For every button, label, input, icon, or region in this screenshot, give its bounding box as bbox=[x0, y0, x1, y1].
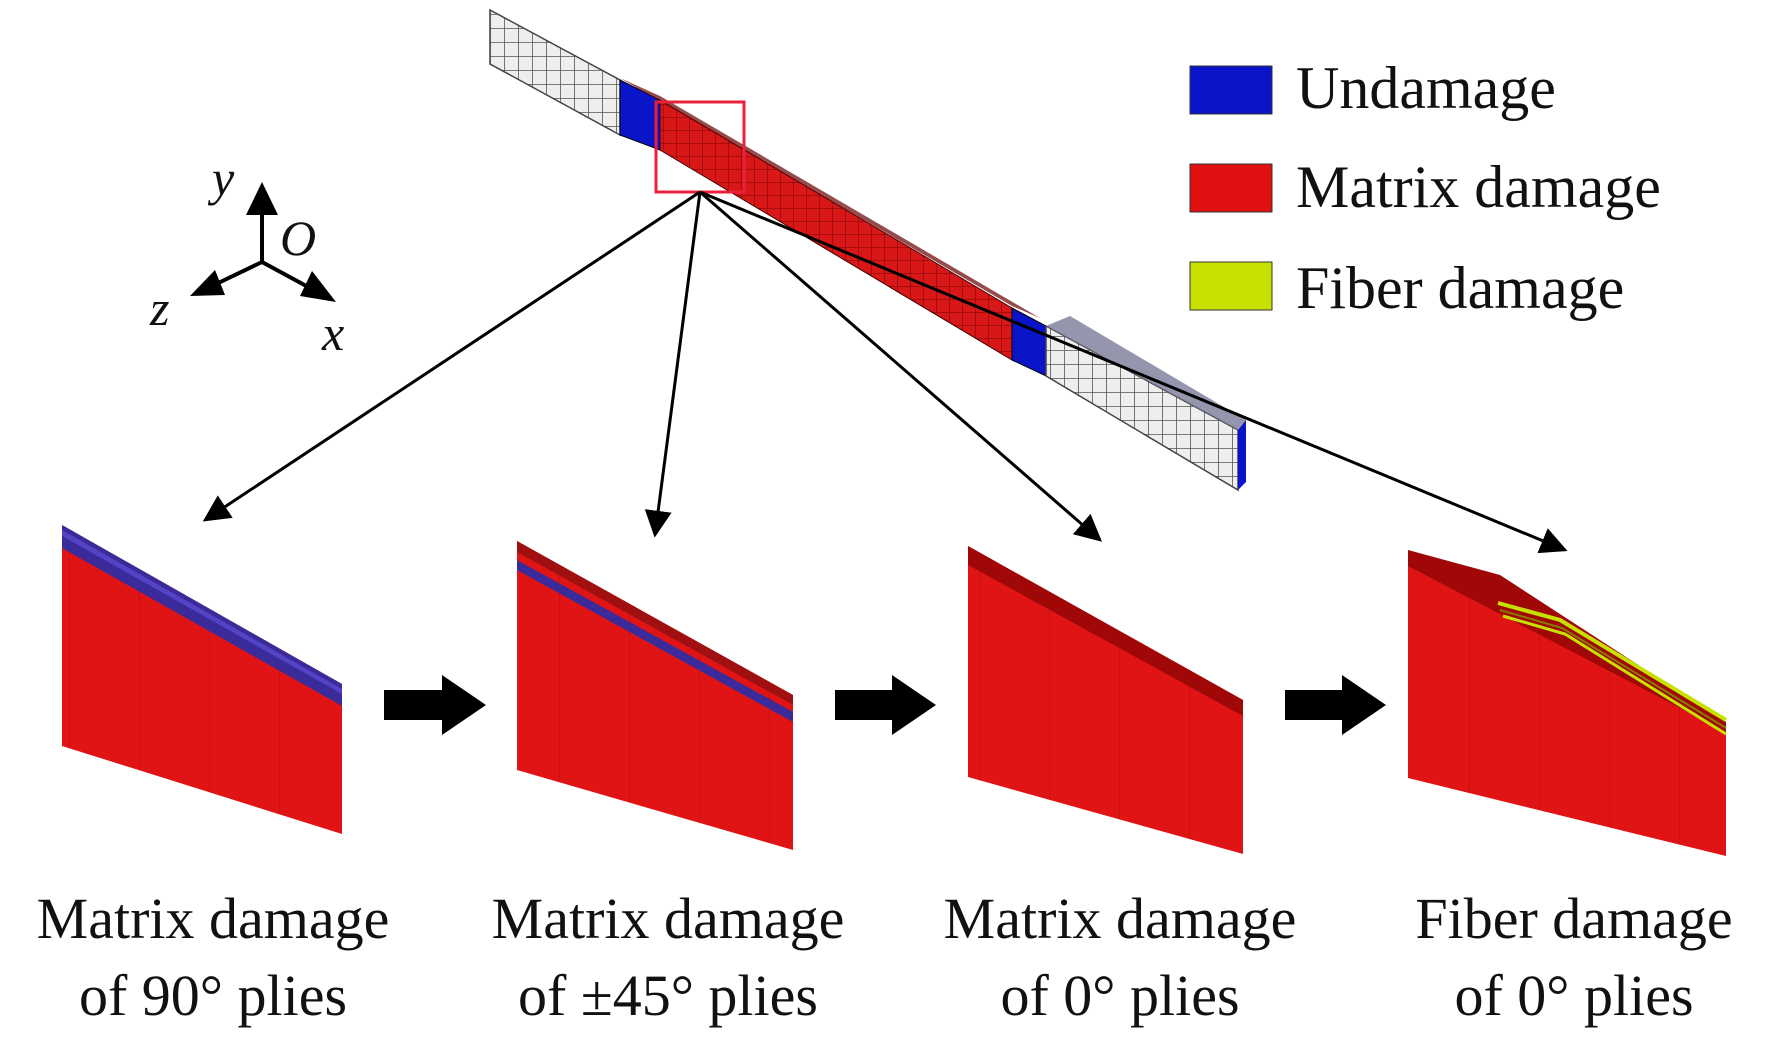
legend: Undamage Matrix damage Fiber damage bbox=[1189, 55, 1661, 321]
panel-90-plies bbox=[62, 525, 342, 834]
progress-arrow-1 bbox=[384, 675, 486, 735]
progress-arrow-3 bbox=[1285, 675, 1386, 735]
caption-panel-4-line2: of 0° plies bbox=[1454, 963, 1693, 1028]
left-undamaged-region bbox=[619, 79, 661, 151]
caption-panel-1-line2: of 90° plies bbox=[79, 963, 347, 1028]
arrow-to-panel-1 bbox=[202, 190, 701, 522]
axes-icon: y O z x bbox=[149, 150, 344, 361]
caption-panel-3-line1: Matrix damage bbox=[944, 886, 1297, 951]
caption-panel-2-line1: Matrix damage bbox=[492, 886, 845, 951]
beam-top-edge bbox=[620, 78, 1040, 318]
panel-45-plies bbox=[517, 541, 793, 850]
specimen-beam bbox=[489, 8, 1246, 492]
axis-label-z: z bbox=[149, 280, 169, 336]
arrow-to-panel-4 bbox=[699, 190, 1568, 554]
panel-0-plies-fiber bbox=[1408, 550, 1728, 856]
legend-swatch-matrix bbox=[1189, 163, 1273, 213]
left-tab bbox=[489, 8, 621, 137]
right-undamaged-region bbox=[1011, 307, 1047, 377]
axis-label-origin: O bbox=[280, 210, 316, 266]
panel-0-plies-matrix bbox=[968, 546, 1243, 854]
arrow-to-panel-3 bbox=[699, 190, 1103, 542]
axis-label-x: x bbox=[321, 305, 344, 361]
arrow-to-panel-2 bbox=[644, 191, 702, 538]
progress-arrow-2 bbox=[835, 675, 936, 735]
callout-arrows bbox=[202, 190, 1568, 554]
caption-panel-1-line1: Matrix damage bbox=[37, 886, 390, 951]
legend-label-fiber: Fiber damage bbox=[1296, 255, 1624, 321]
caption-panel-4-line1: Fiber damage bbox=[1415, 886, 1732, 951]
legend-swatch-undamage bbox=[1189, 65, 1273, 115]
progression-arrows bbox=[384, 675, 1386, 735]
axis-label-y: y bbox=[207, 150, 235, 206]
caption-panel-2-line2: of ±45° plies bbox=[518, 963, 818, 1028]
right-tab-edge bbox=[1238, 420, 1246, 490]
legend-label-matrix: Matrix damage bbox=[1296, 154, 1661, 220]
damaged-span bbox=[659, 99, 1013, 361]
legend-label-undamage: Undamage bbox=[1296, 55, 1556, 121]
caption-panel-3-line2: of 0° plies bbox=[1000, 963, 1239, 1028]
legend-swatch-fiber bbox=[1189, 261, 1273, 311]
captions: Matrix damage of 90° plies Matrix damage… bbox=[37, 886, 1733, 1028]
right-tab-top bbox=[1046, 316, 1246, 430]
